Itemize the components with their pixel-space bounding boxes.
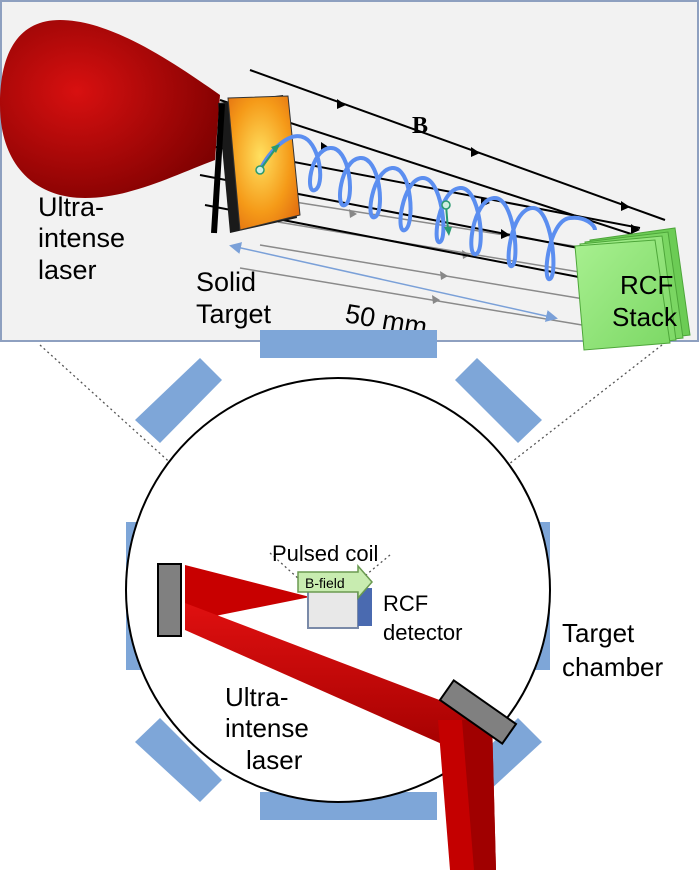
rcf-stack-label-line1: RCF [620, 270, 673, 300]
distance-arrow [229, 242, 558, 322]
target-label-line2: Target [196, 299, 272, 329]
zoom-guides-inner [269, 552, 391, 581]
pulsed-coil [297, 564, 373, 600]
laser-cone [0, 20, 220, 198]
chamber-laser-label-line1: Ultra- [225, 682, 289, 712]
rcf-detector-label-line2: detector [383, 620, 463, 645]
laser-label-line2: intense [38, 223, 125, 253]
chamber-laser-label-line3: laser [246, 745, 303, 775]
laser-label-line3: laser [38, 255, 97, 285]
target-chamber-label-line2: chamber [562, 652, 663, 682]
mirror-right [438, 678, 518, 746]
target-chamber-label-line1: Target [562, 618, 635, 648]
laser-label-line1: Ultra- [38, 192, 104, 222]
b-field-box-label: B-field [305, 575, 345, 591]
velocity-vector-1 [255, 144, 280, 175]
b-field-label: B [412, 113, 428, 139]
rcf-stack-label-line2: Stack [612, 302, 678, 332]
solid-target [211, 95, 301, 234]
target-label-line1: Solid [196, 267, 256, 297]
velocity-vector-2 [441, 200, 452, 236]
mirror-left [157, 563, 182, 637]
rcf-detector-label-line1: RCF [383, 591, 428, 616]
chamber-laser-beams [185, 565, 496, 870]
rcf-stack [574, 227, 691, 351]
pulsed-coil-label: Pulsed coil [272, 541, 378, 566]
proton-helix [258, 134, 597, 282]
chamber-laser-label-line2: intense [225, 713, 309, 743]
